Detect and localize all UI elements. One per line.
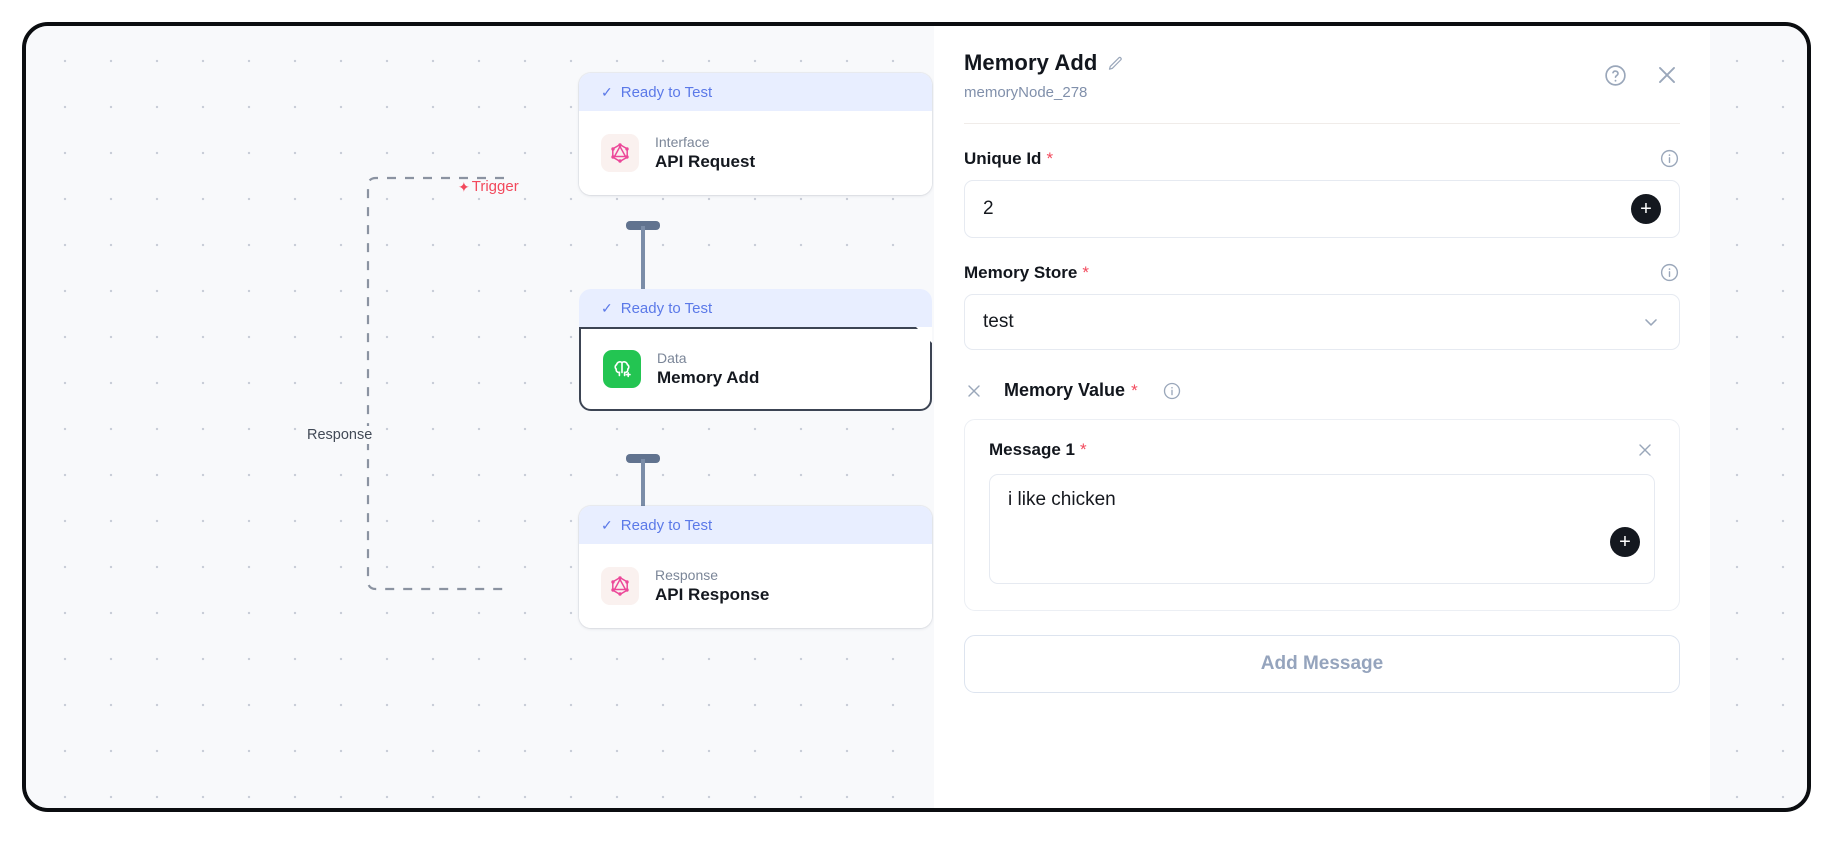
field-label-row: Unique Id * (964, 148, 1680, 169)
edge-2-3 (641, 459, 645, 537)
memory-store-value: test (983, 311, 1014, 332)
field-label: Unique Id (964, 148, 1042, 168)
group-title: Memory Value (1004, 380, 1126, 400)
node-text: Data Memory Add (657, 350, 759, 388)
required-marker: * (1080, 440, 1087, 459)
node-api-request[interactable]: ✓ Ready to Test (579, 73, 932, 195)
close-icon[interactable] (1654, 62, 1680, 88)
message-header: Message 1 * (989, 440, 1655, 460)
node-properties-panel: Memory Add memoryNode_278 (934, 26, 1710, 808)
pencil-icon[interactable] (1107, 55, 1124, 72)
info-icon[interactable] (1162, 381, 1182, 401)
edge-label-trigger: ✦ Trigger (458, 178, 519, 195)
message-label: Message 1 (989, 440, 1075, 459)
brain-plus-icon (603, 350, 641, 388)
node-title-label: API Request (655, 152, 756, 171)
edge-1-2 (641, 226, 645, 318)
node-title-label: API Response (655, 585, 770, 604)
bolt-icon: ✦ (458, 178, 470, 195)
node-title-label: Memory Add (657, 368, 760, 387)
plus-icon[interactable]: + (1631, 194, 1661, 224)
check-icon: ✓ (601, 299, 613, 316)
page-title: Memory Add (964, 50, 1098, 75)
node-body[interactable]: Data Memory Add (579, 327, 932, 411)
check-icon: ✓ (601, 83, 613, 100)
graphql-icon (601, 134, 639, 172)
workflow-canvas-right-strip (1710, 26, 1807, 808)
node-id-label: memoryNode_278 (964, 84, 1088, 101)
unique-id-input[interactable]: 2 + (964, 180, 1680, 238)
header-divider (964, 123, 1680, 124)
node-status-label: Ready to Test (620, 83, 713, 101)
close-icon[interactable] (964, 381, 984, 401)
node-handle-out-2[interactable] (626, 454, 660, 463)
node-status-badge: ✓ Ready to Test (579, 73, 932, 111)
memory-value-group-header: Memory Value * (964, 380, 1680, 401)
message-textarea[interactable]: i like chicken + (989, 474, 1655, 584)
required-marker: * (1082, 262, 1089, 282)
node-handle-out-1[interactable] (626, 221, 660, 230)
field-unique-id: Unique Id * 2 + (964, 148, 1680, 238)
plus-icon[interactable]: + (1610, 527, 1640, 557)
panel-title-row: Memory Add (964, 50, 1680, 76)
panel-body: Unique Id * 2 + (934, 148, 1710, 693)
question-circle-icon[interactable] (1603, 63, 1628, 88)
close-icon[interactable] (1635, 440, 1655, 460)
field-label-row: Memory Store * (964, 262, 1680, 283)
workflow-viewport: ✦ Trigger Response ✓ Ready to Test (22, 22, 1811, 812)
workflow-canvas[interactable]: ✦ Trigger Response ✓ Ready to Test (26, 26, 934, 808)
memory-store-select[interactable]: test (964, 294, 1680, 350)
node-status-badge: ✓ Ready to Test (579, 506, 932, 544)
required-marker: * (1131, 380, 1138, 400)
node-status-badge: ✓ Ready to Test (579, 289, 932, 327)
required-marker: * (1046, 148, 1054, 168)
node-kind-label: Response (655, 567, 719, 583)
node-status-label: Ready to Test (620, 299, 713, 317)
node-body[interactable]: Interface API Request (579, 111, 932, 195)
message-value: i like chicken (1008, 489, 1116, 510)
check-icon: ✓ (601, 516, 613, 533)
node-api-response[interactable]: ✓ Ready to Test (579, 506, 932, 628)
edge-label-response: Response (304, 426, 376, 444)
info-icon[interactable] (1659, 148, 1680, 169)
node-memory-add[interactable]: ✓ Ready to Test Data Memory A (579, 289, 932, 411)
panel-header-actions (1603, 62, 1680, 88)
node-kind-label: Interface (655, 134, 710, 150)
node-text: Interface API Request (655, 134, 755, 172)
node-text: Response API Response (655, 567, 769, 605)
node-status-label: Ready to Test (620, 516, 713, 534)
graphql-icon (601, 567, 639, 605)
node-body[interactable]: Response API Response (579, 544, 932, 628)
chevron-down-icon[interactable] (1641, 312, 1661, 332)
field-label: Memory Store (964, 262, 1078, 282)
panel-header: Memory Add memoryNode_278 (934, 26, 1710, 101)
unique-id-value: 2 (983, 198, 994, 219)
message-card: Message 1 * i like chicken + (964, 419, 1680, 611)
add-message-button[interactable]: Add Message (964, 635, 1680, 693)
field-memory-store: Memory Store * test (964, 262, 1680, 350)
node-kind-label: Data (657, 350, 687, 366)
trigger-text: Trigger (471, 178, 519, 195)
info-icon[interactable] (1659, 262, 1680, 283)
